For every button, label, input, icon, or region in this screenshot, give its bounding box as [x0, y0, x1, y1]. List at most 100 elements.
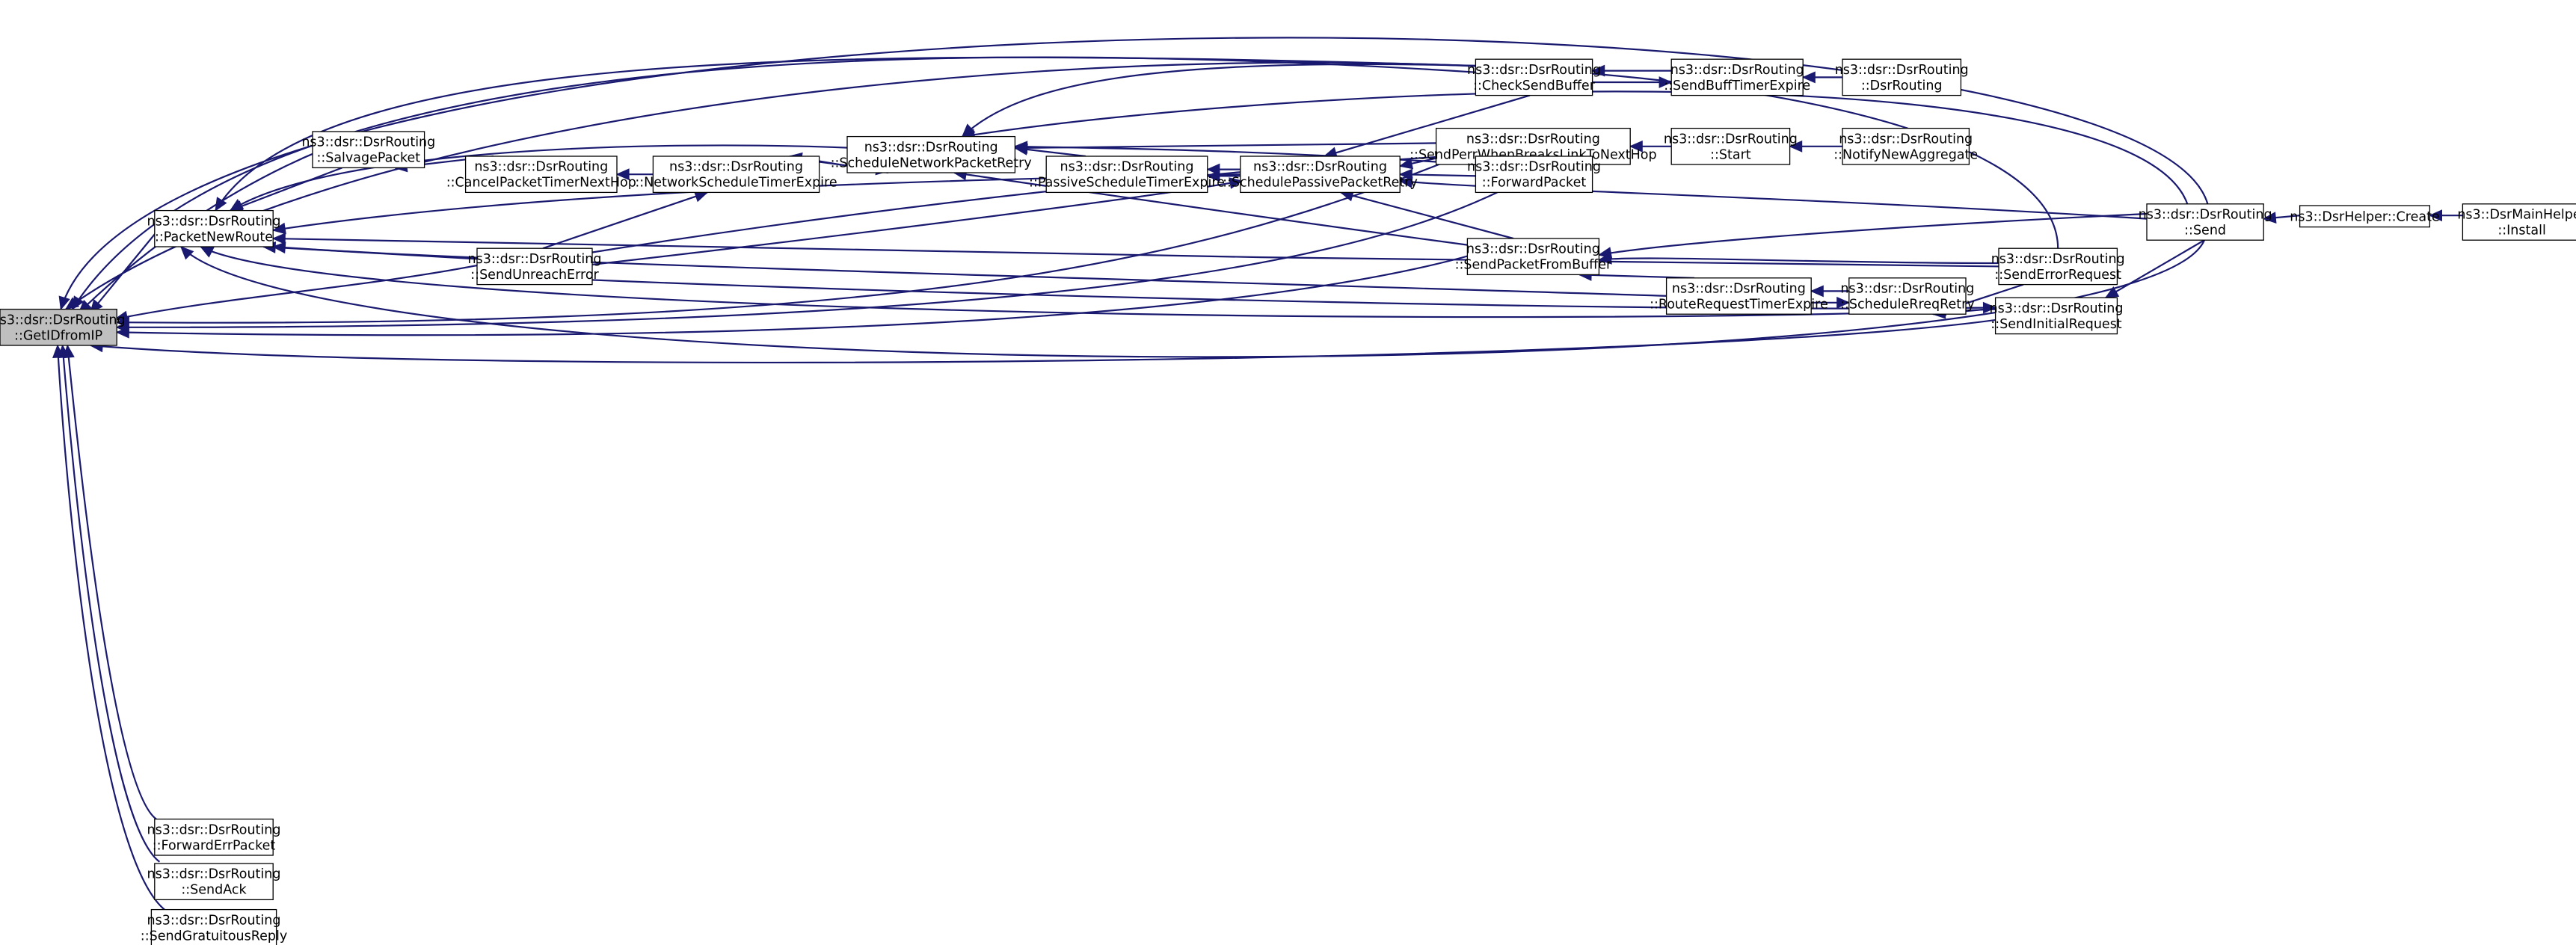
arrowhead: [1013, 141, 1028, 153]
arrowhead: [1398, 168, 1413, 181]
node-sendinit[interactable]: ns3::dsr::DsrRouting::SendInitialRequest: [1990, 297, 2124, 335]
edge-sendbufftimer-to-checksend: [1591, 64, 1672, 77]
node-box: [150, 908, 277, 945]
node-label: ::SendAck: [181, 883, 247, 898]
arrowhead: [2262, 212, 2277, 224]
node-notify[interactable]: ns3::dsr::DsrRouting::NotifyNewAggregate: [1833, 127, 1978, 165]
node-label: ns3::dsr::DsrRouting: [301, 135, 435, 150]
node-label: ns3::dsr::DsrRouting: [1467, 63, 1601, 78]
node-box: [1475, 156, 1593, 194]
node-label: ns3::dsr::DsrRouting: [1466, 242, 1600, 257]
node-box: [1670, 58, 1804, 96]
node-label: ::SalvagePacket: [316, 151, 420, 166]
node-box: [0, 308, 117, 346]
arrowhead: [1810, 285, 1824, 298]
edge-sendfrombuf-to-getdfrom: [115, 241, 1514, 339]
arrowhead: [1229, 177, 1244, 189]
node-box: [312, 131, 425, 169]
node-getdfrom[interactable]: ns3::dsr::DsrRouting::GetIDfromIP: [0, 308, 126, 346]
node-label: ns3::DsrMainHelper: [2457, 208, 2576, 223]
node-checksend[interactable]: ns3::dsr::DsrRouting::CheckSendBuffer: [1467, 58, 1601, 96]
node-label: ns3::dsr::DsrRouting: [147, 867, 281, 882]
arrowhead: [52, 344, 64, 359]
graph-nodes: ns3::dsr::DsrRouting::GetIDfromIPns3::ds…: [0, 58, 2576, 945]
node-fwderr[interactable]: ns3::dsr::DsrRouting::ForwardErrPacket: [147, 818, 281, 856]
node-schedreq[interactable]: ns3::dsr::DsrRouting::ScheduleRreqRetry: [1840, 277, 1975, 315]
edge-line: [2105, 239, 2205, 299]
node-sendack[interactable]: ns3::dsr::DsrRouting::SendAck: [147, 863, 281, 901]
arrowhead: [1789, 140, 1803, 153]
edge-line: [1400, 173, 1478, 177]
node-senderr[interactable]: ns3::dsr::DsrRouting::SendErrorRequest: [1991, 247, 2125, 286]
edge-line: [114, 264, 481, 320]
node-box: [464, 156, 618, 194]
edge-line: [117, 175, 1531, 328]
node-sendunreach[interactable]: ns3::dsr::DsrRouting::SendUnreachError: [468, 247, 602, 286]
node-start[interactable]: ns3::dsr::DsrRouting::Start: [1664, 127, 1798, 165]
node-label: ::ScheduleNetworkPacketRetry: [831, 156, 1032, 170]
edge-line: [117, 241, 1514, 336]
node-label: ns3::dsr::DsrRouting: [1840, 282, 1974, 297]
node-label: ::Install: [2497, 224, 2545, 238]
edge-sendperr-to-schedpass: [1398, 157, 1439, 170]
node-label: ns3::dsr::DsrRouting: [1466, 132, 1600, 147]
node-box: [2462, 203, 2576, 241]
edge-line: [67, 345, 157, 820]
node-label: ns3::dsr::DsrRouting: [1467, 160, 1601, 175]
edge-line: [583, 278, 1996, 310]
node-send[interactable]: ns3::dsr::DsrRouting::Send: [2139, 203, 2272, 241]
arrowhead: [1982, 301, 1997, 314]
node-salvage[interactable]: ns3::dsr::DsrRouting::SalvagePacket: [301, 131, 435, 169]
node-label: ns3::dsr::DsrRouting: [147, 822, 281, 837]
node-label: ns3::dsr::DsrRouting: [1060, 160, 1194, 175]
node-label: ns3::dsr::DsrRouting: [2139, 208, 2272, 223]
arrowhead: [2104, 286, 2120, 298]
node-label: ns3::dsr::DsrRouting: [1672, 282, 1806, 297]
node-sendfrombuf[interactable]: ns3::dsr::DsrRouting::SendPacketFromBuff…: [1455, 238, 1612, 276]
node-box: [1848, 277, 1967, 315]
node-box: [2299, 205, 2431, 228]
node-install[interactable]: ns3::DsrMainHelper::Install: [2457, 203, 2576, 241]
edge-create-to-send: [2262, 212, 2300, 224]
edge-line: [1599, 212, 2148, 256]
edge-sendack-to-getdfrom: [58, 344, 161, 863]
edge-line: [273, 245, 1672, 298]
node-cancel[interactable]: ns3::dsr::DsrRouting::CancelPacketTimerN…: [446, 156, 636, 194]
node-box: [1665, 277, 1812, 315]
node-label: ns3::dsr::DsrRouting: [147, 214, 281, 229]
node-box: [1466, 238, 1600, 276]
node-box: [154, 818, 274, 856]
edge-notify-to-start: [1789, 140, 1842, 153]
node-sendgrat[interactable]: ns3::dsr::DsrRouting::SendGratuitousRepl…: [141, 908, 287, 945]
node-passivesched[interactable]: ns3::dsr::DsrRouting::PassiveScheduleTim…: [1029, 156, 1225, 194]
node-forwardpkt[interactable]: ns3::dsr::DsrRouting::ForwardPacket: [1467, 156, 1601, 194]
node-netsched[interactable]: ns3::dsr::DsrRouting::NetworkScheduleTim…: [635, 156, 837, 194]
edge-line: [61, 345, 161, 863]
node-label: ::SendPacketFromBuffer: [1455, 258, 1612, 273]
node-dsrrouting[interactable]: ns3::dsr::DsrRouting::DsrRouting: [1835, 58, 1969, 96]
node-create[interactable]: ns3::DsrHelper::Create: [2290, 205, 2440, 228]
edge-send-to-schedpass: [1398, 176, 2148, 220]
node-label: ::SendBuffTimerExpire: [1664, 79, 1810, 93]
edge-line: [953, 171, 1481, 248]
edge-line: [1400, 179, 2148, 220]
edge-start-to-sendperr: [1629, 140, 1672, 153]
node-schedpass[interactable]: ns3::dsr::DsrRouting::SchedulePassivePac…: [1223, 156, 1418, 194]
edge-schedpass-to-passivesched: [1206, 163, 1241, 176]
edge-senderr-to-sendfrombuf: [1597, 252, 2001, 265]
node-packetnewroute[interactable]: ns3::dsr::DsrRouting::PacketNewRoute: [147, 209, 281, 247]
arrowhead: [1398, 176, 1413, 188]
arrowhead: [271, 222, 286, 235]
edge-line: [1599, 257, 2001, 265]
node-sendperr[interactable]: ns3::dsr::DsrRouting::SendPerrWhenBreaks…: [1410, 127, 1657, 165]
node-routereq[interactable]: ns3::dsr::DsrRouting::RouteRequestTimerE…: [1650, 277, 1828, 315]
arrowhead: [271, 241, 286, 254]
node-label: ns3::dsr::DsrRouting: [1839, 132, 1973, 147]
node-label: ::SendUnreachError: [470, 268, 599, 283]
node-label: ::SendInitialRequest: [1991, 317, 2122, 332]
node-box: [154, 863, 274, 901]
node-label: ::ForwardErrPacket: [153, 838, 276, 853]
node-sendbufftimer[interactable]: ns3::dsr::DsrRouting::SendBuffTimerExpir…: [1664, 58, 1810, 96]
node-schednet[interactable]: ns3::dsr::DsrRouting::ScheduleNetworkPac…: [831, 135, 1032, 173]
node-box: [1670, 127, 1791, 165]
